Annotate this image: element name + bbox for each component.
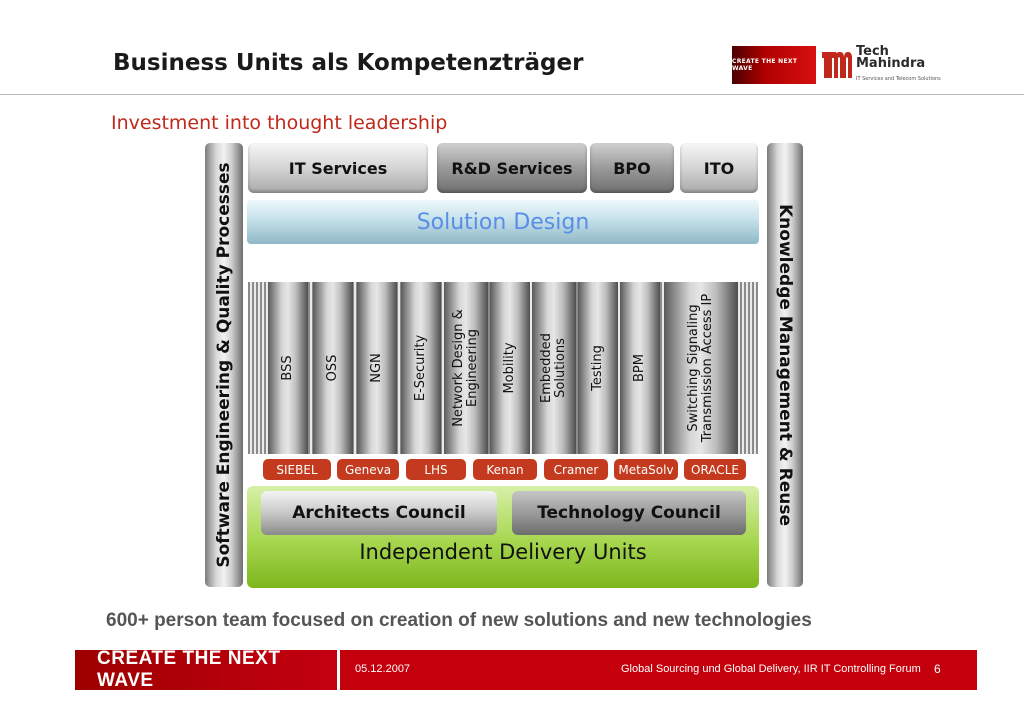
- technology-council: Technology Council: [512, 491, 746, 535]
- tool-pill-oracle: ORACLE: [684, 459, 746, 480]
- tool-pill-lhs: LHS: [406, 459, 466, 480]
- competency-label: E-Security: [413, 334, 428, 402]
- create-the-next-wave-logo: CREATE THE NEXT WAVE: [732, 46, 816, 84]
- footer-logo-text: CREATE THE NEXT WAVE: [97, 648, 281, 691]
- title-divider: [0, 94, 1024, 95]
- knowledge-management-bar: Knowledge Management & Reuse: [767, 143, 803, 587]
- solution-design-band: Solution Design: [247, 200, 759, 244]
- footer-separator: [337, 650, 340, 690]
- service-it-services: IT Services: [248, 143, 428, 193]
- competency-column-embedded: Embedded Solutions: [532, 282, 576, 454]
- competency-column-bpm: BPM: [620, 282, 660, 454]
- competency-column-testing: Testing: [578, 282, 618, 454]
- page-subtitle: Investment into thought leadership: [111, 112, 448, 134]
- wave-logo-text: CREATE THE NEXT WAVE: [732, 58, 798, 72]
- competency-label: NGN: [369, 353, 384, 383]
- team-statement: 600+ person team focused on creation of …: [106, 610, 812, 631]
- footer-wave-logo: CREATE THE NEXT WAVE: [75, 648, 337, 691]
- tech-mahindra-logo-icon: [822, 52, 852, 78]
- software-engineering-bar: Software Engineering & Quality Processes: [205, 143, 243, 587]
- competency-column-ngn: NGN: [357, 282, 397, 454]
- competency-label: Mobility: [502, 342, 517, 394]
- delivery-units-label: Independent Delivery Units: [359, 540, 647, 564]
- competency-label: Embedded Solutions: [539, 333, 568, 403]
- competency-column-mobility: Mobility: [490, 282, 530, 454]
- tool-pill-siebel: SIEBEL: [263, 459, 331, 480]
- competency-column-e-security: E-Security: [401, 282, 441, 454]
- page-title: Business Units als Kompetenzträger: [113, 50, 584, 76]
- competency-column-switching: Switching Signaling Transmission Access …: [664, 282, 738, 454]
- competency-label: Testing: [590, 345, 605, 391]
- tool-pill-metasolv: MetaSolv: [614, 459, 678, 480]
- competency-label: BSS: [280, 355, 295, 381]
- competency-column-bss: BSS: [268, 282, 308, 454]
- knowledge-management-label: Knowledge Management & Reuse: [775, 204, 795, 526]
- wordmark-line-1: Tech: [856, 44, 889, 59]
- competency-label: Network Design & Engineering: [451, 309, 480, 427]
- service-rnd-services: R&D Services: [437, 143, 587, 193]
- footer-date: 05.12.2007: [355, 663, 411, 675]
- architects-council: Architects Council: [261, 491, 497, 535]
- tool-pill-kenan: Kenan: [473, 459, 537, 480]
- service-bpo: BPO: [590, 143, 674, 193]
- competency-label: BPM: [632, 354, 647, 382]
- tool-pill-geneva: Geneva: [337, 459, 399, 480]
- service-ito: ITO: [680, 143, 758, 193]
- footer-event-name: Global Sourcing und Global Delivery, IIR…: [621, 663, 921, 675]
- tech-mahindra-wordmark: Tech Mahindra: [856, 44, 926, 71]
- competency-column-oss: OSS: [313, 282, 353, 454]
- tool-pill-cramer: Cramer: [544, 459, 608, 480]
- wordmark-line-2: Mahindra: [856, 56, 926, 71]
- page-number: 6: [934, 662, 941, 676]
- logo-tagline: IT Services and Telecom Solutions: [856, 76, 941, 82]
- software-engineering-label: Software Engineering & Quality Processes: [214, 162, 234, 568]
- competency-label: Switching Signaling Transmission Access …: [686, 293, 715, 443]
- competency-column-network-design: Network Design & Engineering: [444, 282, 488, 454]
- competency-label: OSS: [325, 354, 340, 382]
